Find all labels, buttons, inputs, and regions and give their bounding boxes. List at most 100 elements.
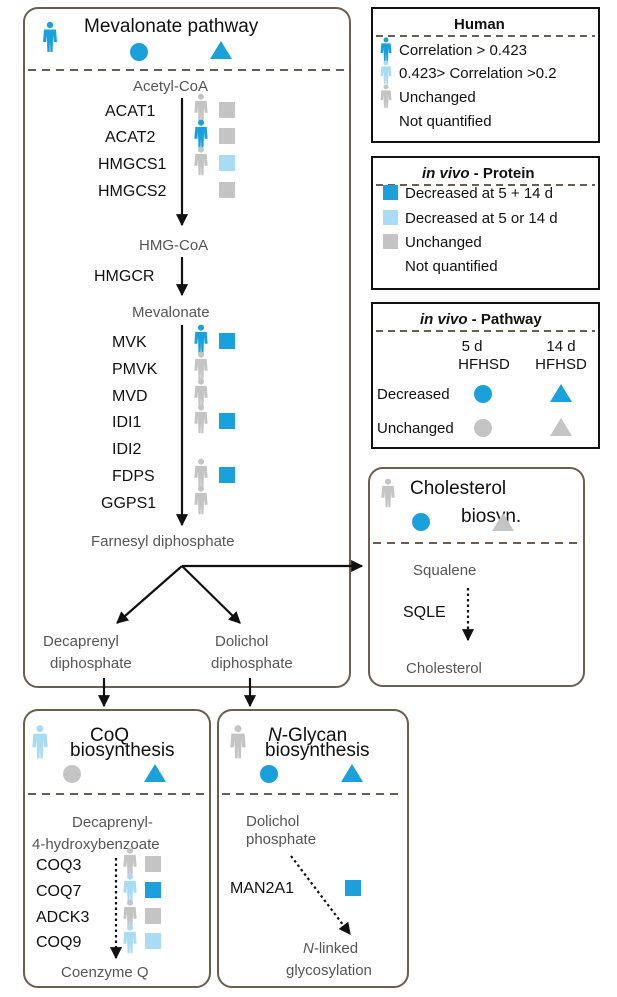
legend-protein-square-icon xyxy=(383,210,398,225)
legend-pathway-title: in vivo - Pathway xyxy=(420,311,542,328)
legend-circle-icon xyxy=(474,419,492,437)
cholesterol-product-label: Cholesterol xyxy=(406,660,482,677)
man2a1-protein-square-icon xyxy=(345,880,361,896)
gene-person-icon xyxy=(194,146,208,176)
legend-human-label: 0.423> Correlation >0.2 xyxy=(399,65,557,82)
legend-pathway: in vivo - Pathway 5 d HFHSD 14 d HFHSD D… xyxy=(371,302,600,449)
cholesterol-title-line1: Cholesterol xyxy=(410,478,506,499)
coq-gene-protein-square-icon xyxy=(145,908,161,924)
gene-person-icon xyxy=(194,324,208,354)
legend-protein-label: Not quantified xyxy=(405,258,498,275)
legend-human-label: Not quantified xyxy=(399,113,492,130)
cholesterol-14d-triangle-icon xyxy=(492,513,514,531)
legend-5d-header-line2: HFHSD xyxy=(458,356,510,373)
coq-gene-person-icon xyxy=(123,847,137,877)
coq-gene-label: COQ3 xyxy=(36,857,81,874)
dolichol-phosphate-line1: Dolichol xyxy=(246,813,299,830)
legend-human-items: Correlation > 0.423 0.423> Correlation >0… xyxy=(380,37,557,130)
gene-label: ACAT1 xyxy=(105,103,155,120)
dolichol-phosphate-line2: phosphate xyxy=(246,831,316,848)
coq-human-icon xyxy=(32,725,48,759)
coq-gene-label: COQ9 xyxy=(36,934,81,951)
coq-gene-label: ADCK3 xyxy=(36,909,89,926)
coq-title-line1: CoQ xyxy=(90,725,129,746)
coq-14d-triangle-icon xyxy=(144,764,166,782)
legend-protein-label: Unchanged xyxy=(405,234,482,251)
dolichol-label-line1: Dolichol xyxy=(215,633,268,650)
legend-triangle-icon xyxy=(550,418,572,436)
legend-protein-square-icon xyxy=(383,185,398,200)
nglycan-14d-triangle-icon xyxy=(341,764,363,782)
gene-label: HMGCS1 xyxy=(98,156,167,173)
coenzyme-q-label: Coenzyme Q xyxy=(61,964,149,981)
dolichol-label-line2: diphosphate xyxy=(211,655,293,672)
gene-person-icon xyxy=(194,119,208,149)
legend-protein-items: Decreased at 5 + 14 d Decreased at 5 or 1… xyxy=(383,185,558,275)
hmg-coa-label: HMG-CoA xyxy=(139,237,208,254)
gene-label: GGPS1 xyxy=(101,495,156,512)
gene-protein-square-icon xyxy=(219,333,235,349)
legend-person-icon xyxy=(380,84,392,108)
mevalonate-gene-list: ACAT1ACAT2HMGCS1HMGCS2HMGCRMVKPMVKMVDIDI… xyxy=(94,93,235,515)
nlinked-line1: N-linked xyxy=(303,940,358,957)
nglycan-title-line2: biosynthesis xyxy=(265,740,370,761)
gene-protein-square-icon xyxy=(219,467,235,483)
legend-14d-header-line2: HFHSD xyxy=(535,356,587,373)
decaprenyl-label-line2: diphosphate xyxy=(50,655,132,672)
gene-label: HMGCR xyxy=(94,268,154,285)
mevalonate-pathway-panel: Mevalonate pathway Acetyl-CoA HMG-CoA Me… xyxy=(23,7,364,688)
cholesterol-panel: Cholesterol biosyn. Squalene SQLE Choles… xyxy=(368,467,585,687)
legend-protein-title: in vivo - Protein xyxy=(422,165,535,182)
gene-person-icon xyxy=(194,404,208,434)
nglycan-5d-circle-icon xyxy=(260,765,278,783)
squalene-label: Squalene xyxy=(413,562,476,579)
gene-label: IDI1 xyxy=(112,414,141,431)
gene-protein-square-icon xyxy=(219,128,235,144)
legend-protein-label: Decreased at 5 or 14 d xyxy=(405,210,558,227)
cholesterol-human-icon xyxy=(381,478,395,508)
legend-protein-square-icon xyxy=(383,234,398,249)
mevalonate-14d-triangle-icon xyxy=(210,41,232,59)
person-icon xyxy=(230,725,246,759)
gene-person-icon xyxy=(194,93,208,123)
mevalonate-label: Mevalonate xyxy=(132,304,210,321)
gene-label: FDPS xyxy=(112,468,155,485)
legend-person-icon xyxy=(380,37,392,61)
legend-triangle-icon xyxy=(550,384,572,402)
coq-substrate-line2: 4-hydroxybenzoate xyxy=(32,836,160,853)
coq-panel: CoQ biosynthesis Decaprenyl- 4-hydroxybe… xyxy=(23,709,211,988)
gene-protein-square-icon xyxy=(219,182,235,198)
coq-gene-label: COQ7 xyxy=(36,883,81,900)
gene-label: MVD xyxy=(112,388,148,405)
nglycan-panel: N-Glycan biosynthesis Dolichol phosphate… xyxy=(217,709,409,988)
legend-14d-header-line1: 14 d xyxy=(546,338,575,355)
farnesyl-label: Farnesyl diphosphate xyxy=(91,533,234,550)
coq-gene-person-icon xyxy=(123,873,137,903)
legend-protein-label: Decreased at 5 + 14 d xyxy=(405,185,553,202)
person-icon xyxy=(381,478,395,508)
acetyl-coa-label: Acetyl-CoA xyxy=(133,78,208,95)
nglycan-human-icon xyxy=(230,725,246,759)
gene-person-icon xyxy=(194,458,208,488)
legend-pathway-label: Unchanged xyxy=(377,420,454,437)
gene-label: IDI2 xyxy=(112,441,141,458)
gene-protein-square-icon xyxy=(219,413,235,429)
gene-protein-square-icon xyxy=(219,155,235,171)
legend-human-label: Correlation > 0.423 xyxy=(399,42,527,59)
coq-substrate-line1: Decaprenyl- xyxy=(72,814,153,831)
gene-person-icon xyxy=(194,378,208,408)
coq-gene-person-icon xyxy=(123,924,137,954)
gene-label: ACAT2 xyxy=(105,129,155,146)
nglycan-title-line1: N-Glycan xyxy=(268,725,347,746)
sqle-gene: SQLE xyxy=(403,604,446,621)
coq-gene-protein-square-icon xyxy=(145,933,161,949)
gene-person-icon xyxy=(194,351,208,381)
gene-label: PMVK xyxy=(112,361,158,378)
coq-5d-circle-icon xyxy=(63,765,81,783)
person-icon xyxy=(32,725,48,759)
legend-pathway-label: Decreased xyxy=(377,386,450,403)
gene-person-icon xyxy=(194,485,208,515)
